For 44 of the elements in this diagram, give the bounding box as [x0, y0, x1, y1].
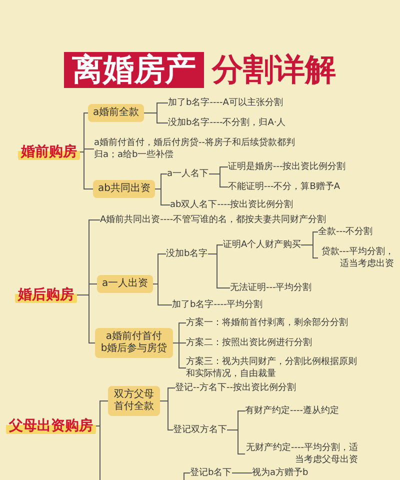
branch-text: 无法证明---平均分割 [230, 282, 312, 294]
branch-text: 没加b名字 [166, 248, 208, 260]
branch-text: 有财产约定----遵从约定 [245, 405, 339, 417]
branch-text: 没加b名字----不分割，归A·人 [168, 117, 286, 129]
branch-text: 加了b名字----平均分割 [172, 299, 263, 311]
category-heading: 婚后购房 [15, 286, 77, 304]
category-heading: 父母出资购房 [6, 417, 96, 435]
connector-line [300, 244, 318, 258]
branch-text: a婚前付首付，婚后付房贷--将房子和后续贷款都判归a；a给b一些补偿 [94, 137, 299, 161]
branch-tag: a婚前付首付 b婚后参与房贷 [95, 328, 173, 358]
branch-text: 全款---不分割 [318, 226, 373, 238]
branch-tag: a婚前全款 [88, 104, 144, 122]
branch-tag: ab共同出资 [93, 180, 156, 198]
branch-text: 登记双方名下 [173, 424, 227, 436]
branch-text: 不能证明---不分，算B赠予A [228, 181, 340, 193]
branch-text: 证明是婚房---按出资比例分割 [228, 161, 346, 173]
branch-text: 登记b名下 [190, 467, 232, 479]
connector-line [208, 254, 230, 288]
branch-text: 贷款---平均分割，适当考虑出资 [318, 246, 394, 270]
branch-text: 证明A个人财产购买 [223, 239, 302, 251]
category-heading: 婚前购房 [18, 143, 80, 161]
connector-line [144, 112, 168, 124]
branch-text: a一人名下 [167, 168, 209, 180]
branch-text: 方案三：视为共同财产，分割比例根据原则和实际情况，自由裁量 [186, 356, 361, 380]
branch-tag: a一人出资 [97, 275, 154, 293]
branch-text: A婚前共同出资----不管写谁的名，都按夫妻共同财产分割 [100, 214, 326, 226]
branch-text: 方案二：按照出资比例进行分割 [186, 337, 312, 349]
connector-line [184, 472, 190, 480]
connector-line [76, 294, 96, 344]
connector-line [226, 430, 246, 454]
connector-line [172, 342, 186, 368]
branch-text: 加了b名字----A可以主张分割 [168, 97, 283, 109]
branch-text: 登记--方名下--按出资比例分割 [175, 382, 296, 394]
branch-text: 方案一：将婚前首付剥离，剩余部分分割 [186, 317, 348, 329]
branch-tag: 双方父母首付全款 [108, 386, 160, 416]
connector-line [232, 472, 252, 474]
connector-line [152, 284, 172, 306]
connector-line [160, 400, 174, 430]
branch-text: 视为a方赠予b [252, 467, 308, 479]
connector-line [154, 188, 170, 206]
branch-text: ab双人名下----按出资比例分割 [170, 199, 294, 211]
branch-text: 无财产约定----平均分割，适当考虑父母出资 [245, 442, 358, 466]
connector-line [208, 174, 228, 188]
title: 离婚房产 分割详解 [64, 50, 336, 90]
